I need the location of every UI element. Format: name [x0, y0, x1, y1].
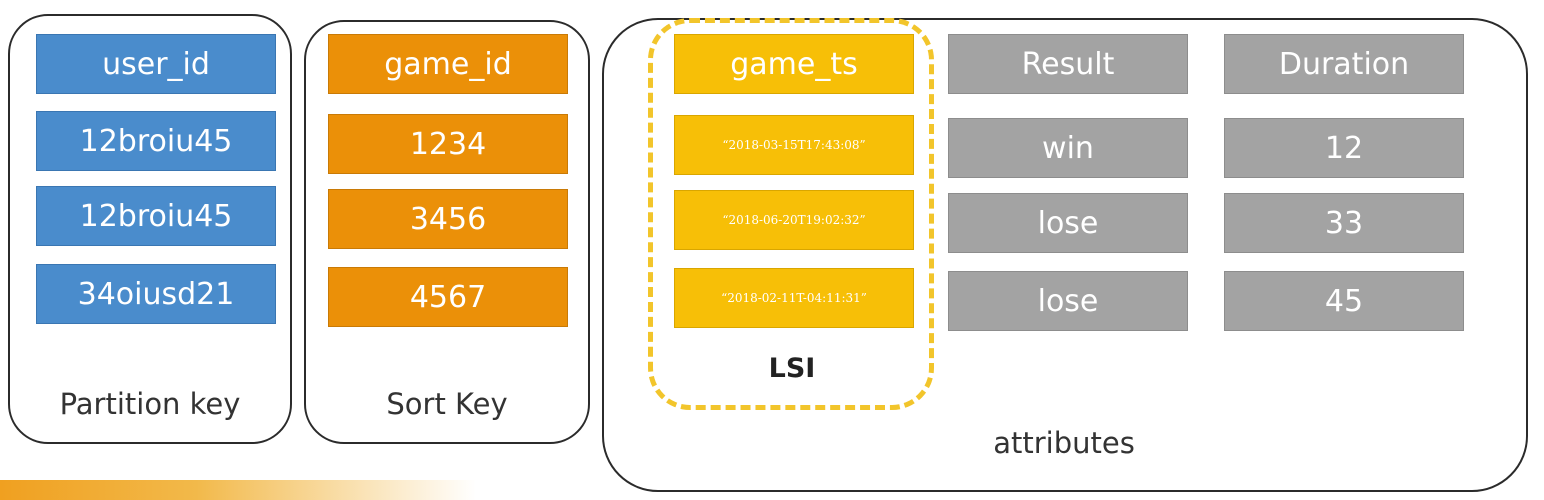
game-ts-header: game_ts: [674, 34, 914, 94]
result-header: Result: [948, 34, 1188, 94]
partition-key-value: 12broiu45: [36, 186, 276, 246]
sort-key-value: 3456: [328, 189, 568, 249]
game-ts-value: “2018-03-15T17:43:08”: [674, 115, 914, 175]
result-value: win: [948, 118, 1188, 178]
sort-key-value: 4567: [328, 267, 568, 327]
game-ts-value: “2018-02-11T-04:11:31”: [674, 268, 914, 328]
game-ts-value: “2018-06-20T19:02:32”: [674, 190, 914, 250]
lsi-outline: [648, 18, 934, 410]
slide-accent-band: [0, 480, 560, 500]
duration-header: Duration: [1224, 34, 1464, 94]
partition-key-value: 34oiusd21: [36, 264, 276, 324]
partition-key-caption: Partition key: [59, 387, 241, 421]
duration-value: 12: [1224, 118, 1464, 178]
sort-key-caption: Sort Key: [386, 387, 508, 421]
duration-value: 33: [1224, 193, 1464, 253]
partition-key-header: user_id: [36, 34, 276, 94]
sort-key-header: game_id: [328, 34, 568, 94]
sort-key-value: 1234: [328, 114, 568, 174]
duration-value: 45: [1224, 271, 1464, 331]
lsi-label: LSI: [768, 353, 816, 384]
attributes-group: [602, 18, 1528, 492]
result-value: lose: [948, 193, 1188, 253]
partition-key-value: 12broiu45: [36, 111, 276, 171]
result-value: lose: [948, 271, 1188, 331]
attributes-caption: attributes: [993, 426, 1135, 460]
